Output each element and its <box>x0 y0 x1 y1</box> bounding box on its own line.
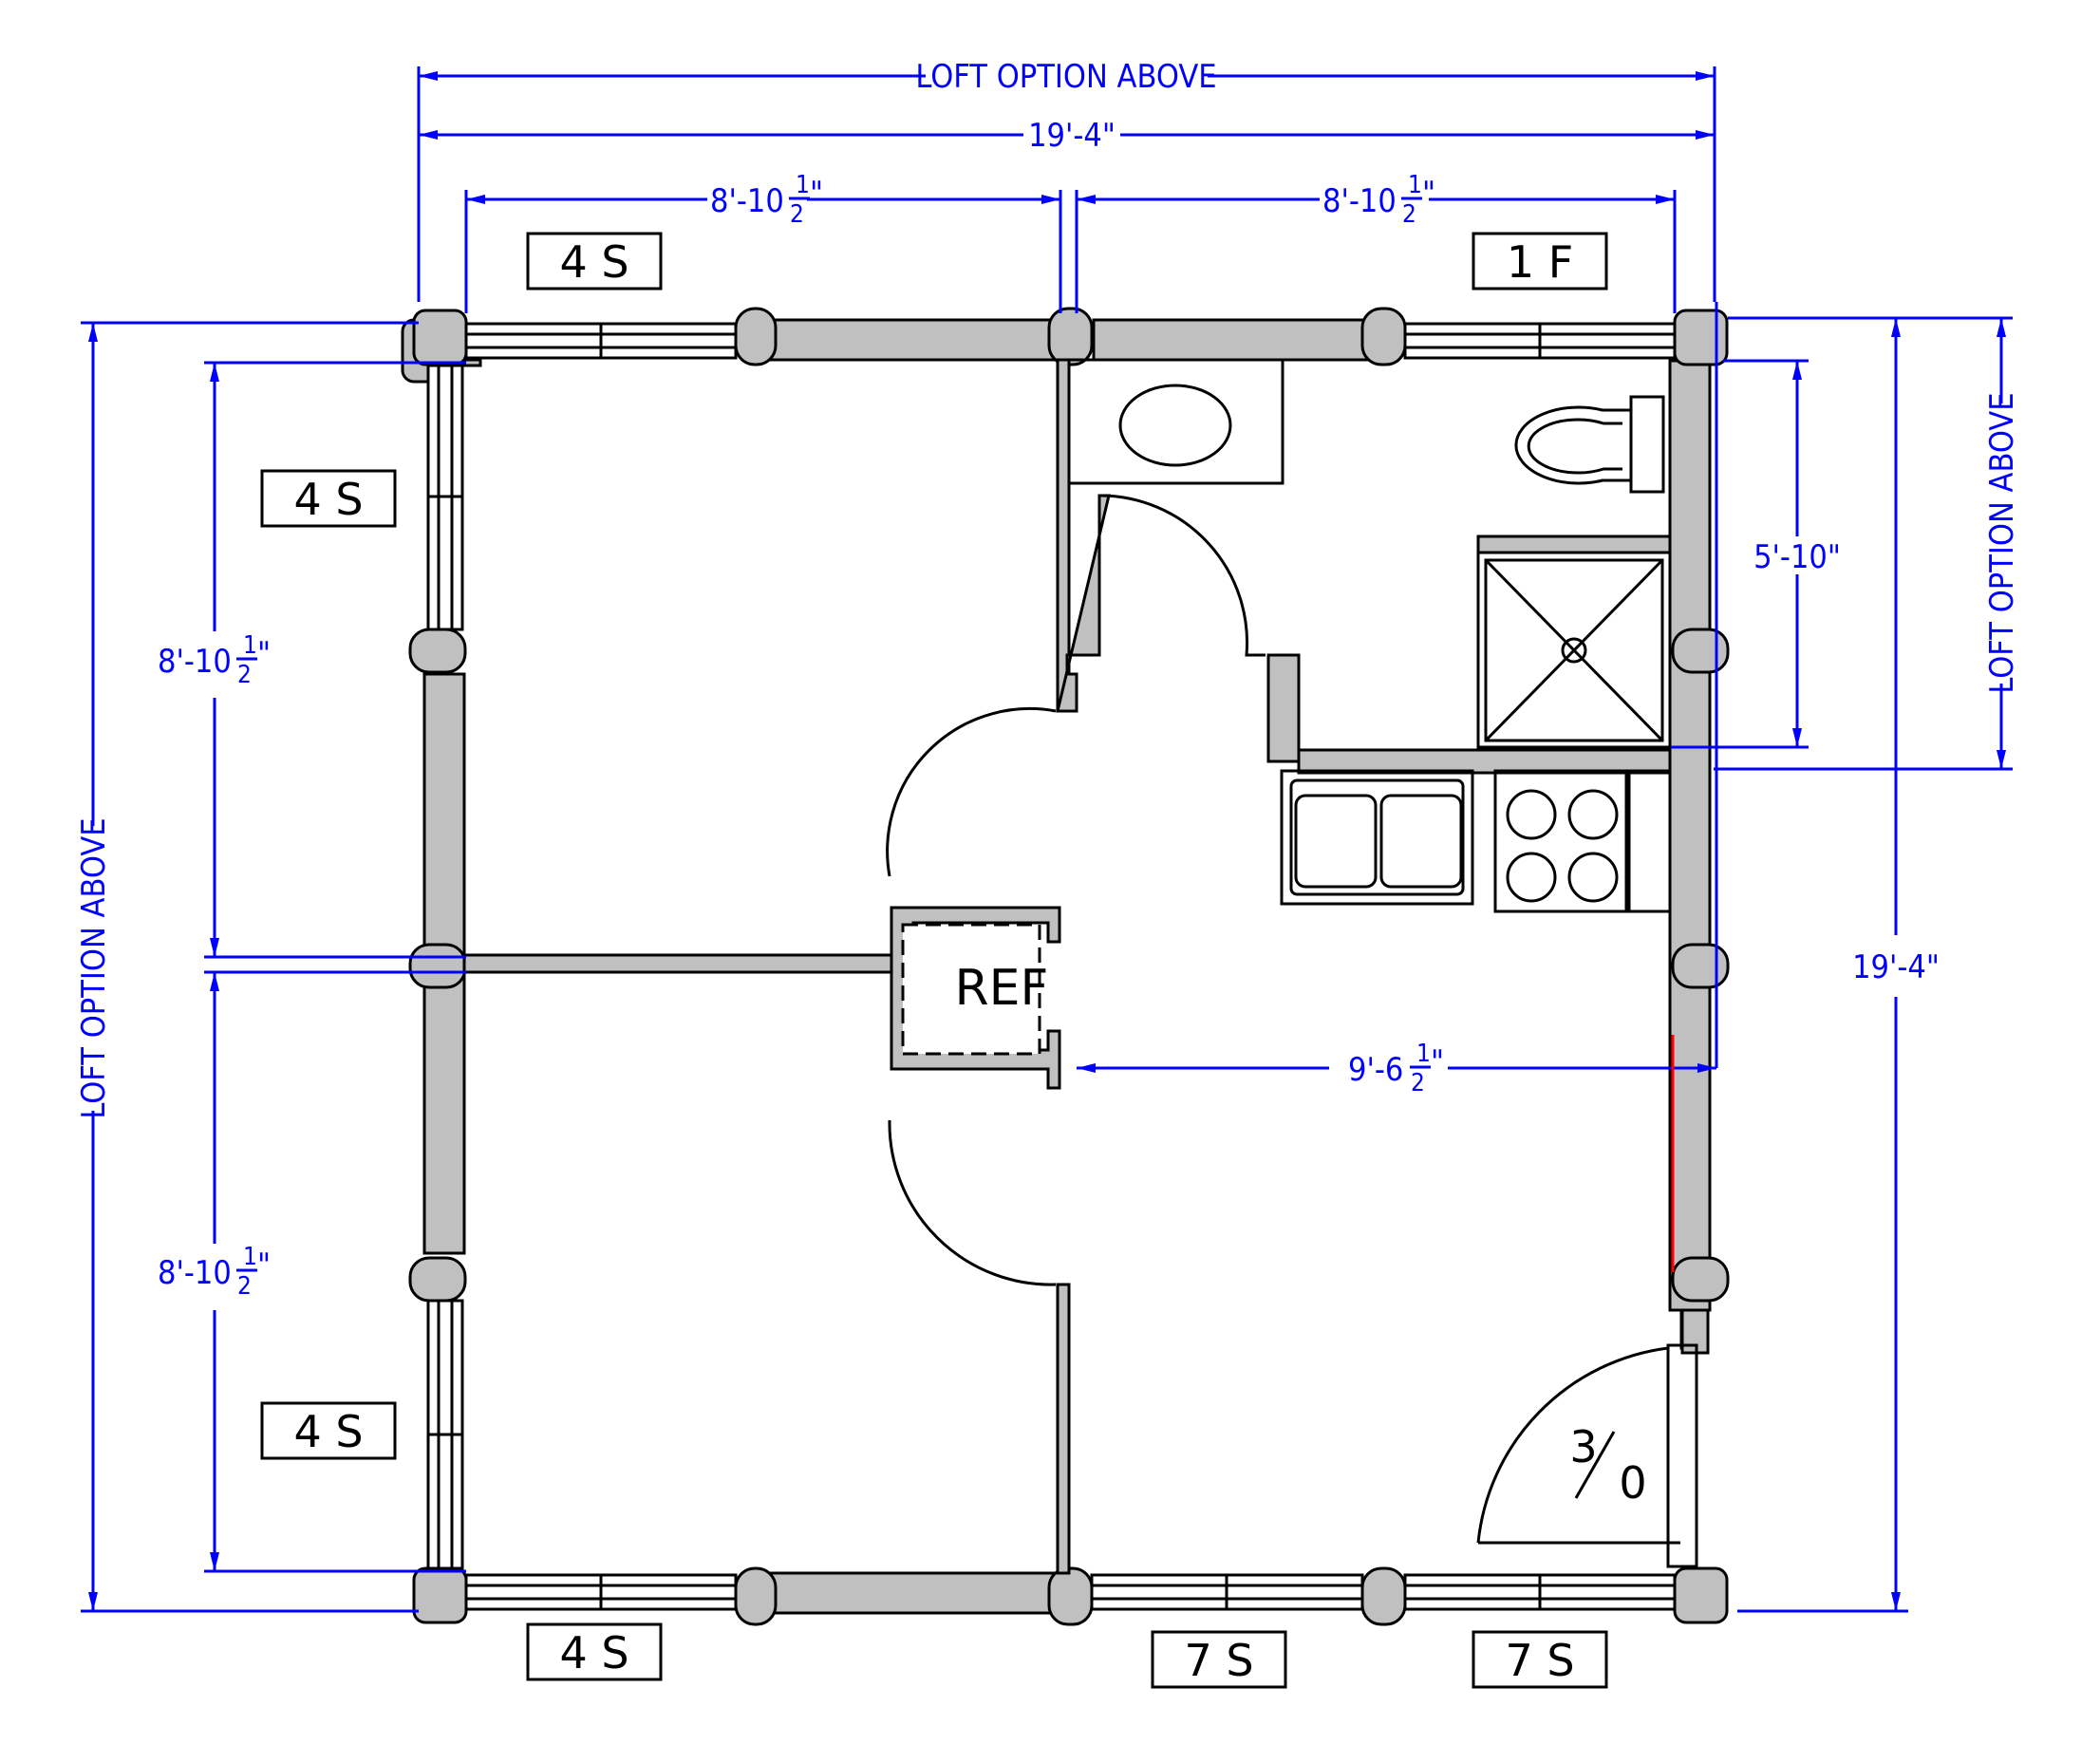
interior-walls <box>462 358 1710 1575</box>
window-label-left-lower: 4 S <box>293 1406 363 1457</box>
dim-right-room-width: 8'-10 1 2 " <box>1322 171 1435 229</box>
windows-top <box>464 322 1677 360</box>
window-label-top-left: 4 S <box>559 236 628 288</box>
dim-left-room-width-inch: " <box>810 175 823 213</box>
window-label-bottom-left: 4 S <box>559 1627 628 1678</box>
dim-left-upper-height: 8'-10 1 2 " <box>158 631 271 689</box>
dim-kitchen-width-num: 1 <box>1416 1040 1431 1068</box>
dim-left-upper-height-num: 1 <box>243 631 257 660</box>
dim-left-room-width-main: 8'-10 <box>710 182 784 220</box>
kitchen-fixtures <box>1280 769 1672 913</box>
dim-loft-right: LOFT OPTION ABOVE <box>1983 392 2021 693</box>
dimension-lines <box>81 66 2013 1613</box>
wall-posts <box>401 307 1730 1626</box>
dim-left-lower-height-num: 1 <box>243 1243 257 1271</box>
refrigerator-label: REF <box>955 960 1049 1017</box>
window-labels: 4 S 1 F 4 S 4 S 4 S 7 S 7 S <box>260 232 1608 1689</box>
windows-bottom <box>464 1573 1677 1611</box>
dim-left-upper-height-main: 8'-10 <box>158 643 232 681</box>
window-label-bottom-mid: 7 S <box>1184 1635 1253 1686</box>
dim-left-lower-height-inch: " <box>257 1247 271 1285</box>
dim-kitchen-width-den: 2 <box>1411 1069 1425 1097</box>
dimension-labels: LOFT OPTION ABOVE 19'-4" 8'-10 1 2 " 8'-… <box>75 58 2021 1301</box>
window-label-top-right: 1 F <box>1507 236 1573 288</box>
window-label-left-upper: 4 S <box>293 474 363 525</box>
bath-fixtures <box>1067 358 1672 749</box>
dim-bath-height: 5'-10" <box>1753 538 1841 576</box>
dim-left-room-width-num: 1 <box>796 171 810 199</box>
dim-kitchen-width-inch: " <box>1431 1043 1444 1081</box>
door-size-label: 3 0 <box>1569 1421 1646 1509</box>
dim-left-lower-height: 8'-10 1 2 " <box>158 1243 271 1301</box>
door-swings <box>886 494 1698 1568</box>
window-label-bottom-right: 7 S <box>1505 1635 1574 1686</box>
dim-overall-width: 19'-4" <box>1028 117 1116 155</box>
dim-left-lower-height-den: 2 <box>237 1272 252 1301</box>
refrigerator: REF <box>901 923 1049 1056</box>
door-size-den: 0 <box>1619 1457 1646 1509</box>
dim-loft-left: LOFT OPTION ABOVE <box>75 817 113 1118</box>
dim-right-room-width-num: 1 <box>1408 171 1422 199</box>
dim-left-lower-height-main: 8'-10 <box>158 1254 232 1292</box>
dim-left-room-width-den: 2 <box>790 200 804 229</box>
dim-overall-height: 19'-4" <box>1852 948 1940 986</box>
dim-kitchen-width: 9'-6 1 2 " <box>1348 1040 1444 1097</box>
dim-left-room-width: 8'-10 1 2 " <box>710 171 823 229</box>
dim-kitchen-width-main: 9'-6 <box>1348 1051 1403 1089</box>
dim-loft-top: LOFT OPTION ABOVE <box>915 58 1216 96</box>
dim-left-upper-height-inch: " <box>257 635 271 673</box>
dim-right-room-width-den: 2 <box>1402 200 1416 229</box>
door-size-num: 3 <box>1569 1421 1597 1472</box>
windows-left <box>426 363 464 1570</box>
dim-right-room-width-main: 8'-10 <box>1322 182 1397 220</box>
dim-right-room-width-inch: " <box>1422 175 1435 213</box>
dim-left-upper-height-den: 2 <box>237 661 252 689</box>
